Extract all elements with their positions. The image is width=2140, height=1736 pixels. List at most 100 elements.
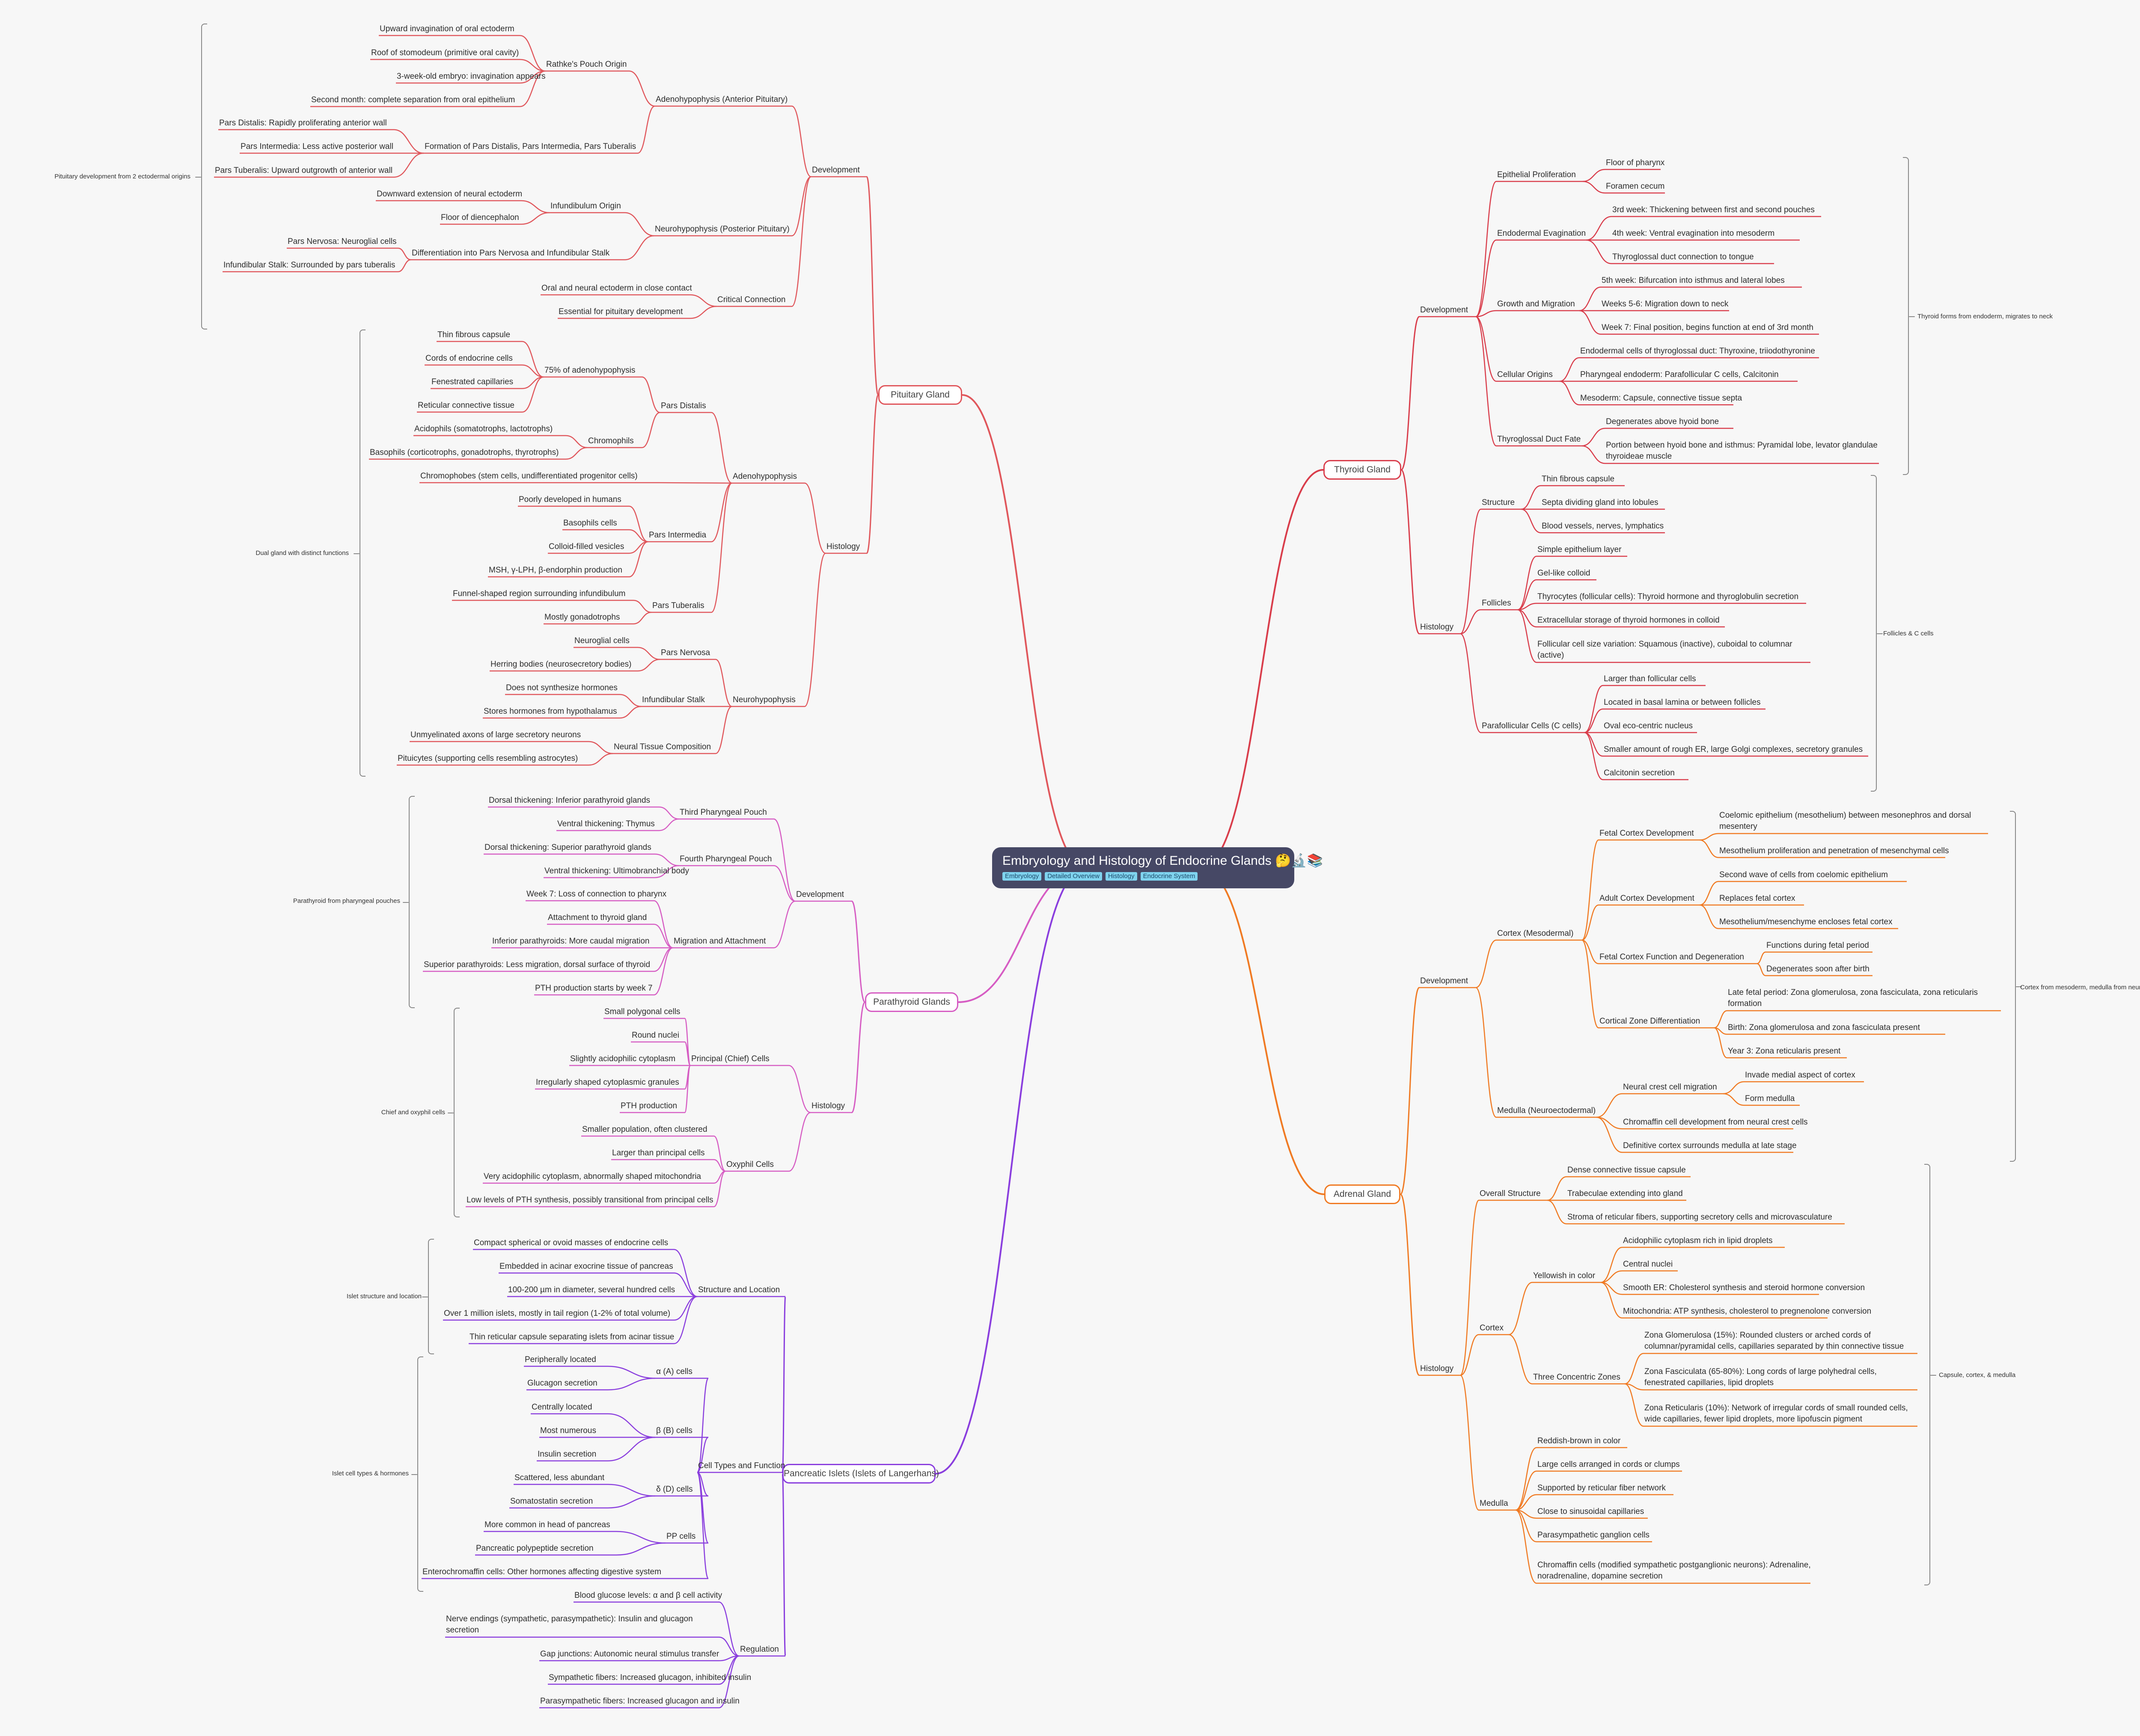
topic-pan-d2[interactable]: Somatostatin secretion [510,1497,593,1506]
topic-adr-cz1[interactable]: Late fetal period: Zona glomerulosa, zon… [1728,988,1978,1008]
topic-adr-hmd[interactable]: Medulla [1480,1499,1508,1508]
topic-pan-r5[interactable]: Parasympathetic fibers: Increased glucag… [540,1697,740,1706]
topic-pit-pt1[interactable]: Funnel-shaped region surrounding infundi… [453,589,626,598]
topic-pan-r3[interactable]: Gap junctions: Autonomic neural stimulus… [540,1650,719,1659]
topic-pit-ch1[interactable]: Acidophils (somatotrophs, lactotrophs) [414,424,553,433]
topic-thy-td1[interactable]: Degenerates above hyoid bone [1606,417,1719,426]
topic-pth-m5[interactable]: PTH production starts by week 7 [535,984,653,993]
topic-thy-fo1[interactable]: Simple epithelium layer [1537,545,1622,554]
topic-thy-pf2[interactable]: Located in basal lamina or between folli… [1604,698,1761,707]
topic-thy-gm3[interactable]: Week 7: Final position, begins function … [1602,323,1814,332]
topic-pth-hist[interactable]: Histology [811,1101,845,1110]
topic-pit-dev[interactable]: Development [812,166,860,175]
topic-pit-nt[interactable]: Neural Tissue Composition [614,742,711,751]
topic-adr-os3[interactable]: Stroma of reticular fibers, supporting s… [1567,1213,1832,1222]
topic-pit-pt[interactable]: Pars Tuberalis [652,601,704,610]
topic-pit-c2[interactable]: Essential for pituitary development [559,307,683,316]
topic-pit-is1[interactable]: Does not synthesize hormones [506,683,618,692]
topic-pan-ct[interactable]: Cell Types and Function [698,1461,785,1470]
topic-adr-hcx[interactable]: Cortex [1480,1324,1504,1332]
topic-pit-pi2[interactable]: Basophils cells [563,519,617,528]
topic-thy-pf3[interactable]: Oval eco-centric nucleus [1604,721,1693,730]
topic-pit-d1[interactable]: Pars Nervosa: Neuroglial cells [288,237,397,246]
topic-adr-ac2[interactable]: Replaces fetal cortex [1719,894,1795,903]
topic-pit-f3[interactable]: Pars Tuberalis: Upward outgrowth of ante… [215,166,393,175]
topic-pan-b[interactable]: β (B) cells [656,1426,693,1435]
topic-thy-ee3[interactable]: Thyroglossal duct connection to tongue [1612,252,1754,261]
topic-adr-fc[interactable]: Fetal Cortex Development [1599,829,1694,838]
tag-embryology[interactable]: Embryology [1002,872,1042,881]
topic-pit-pi[interactable]: Pars Intermedia [649,531,707,540]
topic-pth-m2[interactable]: Attachment to thyroid gland [548,913,647,922]
topic-pan-a2[interactable]: Glucagon secretion [527,1379,597,1388]
topic-adr-ac1[interactable]: Second wave of cells from coelomic epith… [1719,870,1888,879]
topic-pit-neuro[interactable]: Neurohypophysis (Posterior Pituitary) [655,225,790,234]
tag-endocrine-system[interactable]: Endocrine System [1140,872,1198,881]
topic-pan-ec[interactable]: Enterochromaffin cells: Other hormones a… [422,1567,661,1576]
topic-pit-rathke[interactable]: Rathke's Pouch Origin [546,60,627,69]
topic-adr-cz2[interactable]: Birth: Zona glomerulosa and zona fascicu… [1728,1023,1920,1032]
topic-pit-inf[interactable]: Infundibulum Origin [550,202,621,211]
topic-adr-hm1[interactable]: Reddish-brown in color [1537,1436,1621,1445]
topic-pth-pc4[interactable]: Irregularly shaped cytoplasmic granules [536,1078,679,1087]
topic-thy-fo4[interactable]: Extracellular storage of thyroid hormone… [1537,616,1720,625]
topic-thy-pf[interactable]: Parafollicular Cells (C cells) [1482,721,1581,730]
topic-pit-nt1[interactable]: Unmyelinated axons of large secretory ne… [410,730,581,739]
topic-thy-ep[interactable]: Epithelial Proliferation [1497,170,1576,179]
topic-pan-d[interactable]: δ (D) cells [656,1485,693,1494]
topic-adr-yc3[interactable]: Smooth ER: Cholesterol synthesis and ste… [1623,1283,1865,1292]
topic-thy-pf1[interactable]: Larger than follicular cells [1604,674,1696,683]
topic-thy-gm1[interactable]: 5th week: Bifurcation into isthmus and l… [1602,276,1785,285]
branch-thy[interactable]: Thyroid Gland [1323,460,1401,480]
topic-thy-fo[interactable]: Follicles [1482,599,1511,608]
topic-pan-sl3[interactable]: 100-200 µm in diameter, several hundred … [508,1285,675,1294]
topic-pit-pi3[interactable]: Colloid-filled vesicles [549,542,624,551]
topic-pan-a1[interactable]: Peripherally located [525,1355,596,1364]
topic-pan-r1[interactable]: Blood glucose levels: α and β cell activ… [574,1591,722,1600]
topic-pth-m3[interactable]: Inferior parathyroids: More caudal migra… [492,937,650,946]
topic-pit-r4[interactable]: Second month: complete separation from o… [311,95,515,104]
topic-pit-75[interactable]: 75% of adenohypophysis [544,366,636,375]
tag-histology[interactable]: Histology [1105,872,1137,881]
topic-thy-pf4[interactable]: Smaller amount of rough ER, large Golgi … [1604,745,1863,754]
topic-pth-m1[interactable]: Week 7: Loss of connection to pharynx [526,890,667,899]
topic-thy-td[interactable]: Thyroglossal Duct Fate [1497,435,1581,444]
topic-thy-fo5[interactable]: Follicular cell size variation: Squamous… [1537,640,1792,660]
topic-thy-ee[interactable]: Endodermal Evagination [1497,229,1586,238]
topic-pth-pc1[interactable]: Small polygonal cells [604,1007,681,1016]
topic-pan-d1[interactable]: Scattered, less abundant [514,1473,605,1482]
topic-thy-co1[interactable]: Endodermal cells of thyroglossal duct: T… [1580,347,1815,356]
topic-adr-cz[interactable]: Cortical Zone Differentiation [1599,1017,1700,1026]
topic-pan-sl2[interactable]: Embedded in acinar exocrine tissue of pa… [499,1262,673,1271]
branch-pan[interactable]: Pancreatic Islets (Islets of Langerhans) [782,1464,939,1484]
topic-pth-ox3[interactable]: Very acidophilic cytoplasm, abnormally s… [484,1172,701,1181]
topic-pan-sl4[interactable]: Over 1 million islets, mostly in tail re… [444,1309,671,1318]
topic-thy-co3[interactable]: Mesoderm: Capsule, connective tissue sep… [1580,394,1742,403]
topic-adr-cz3[interactable]: Year 3: Zona reticularis present [1728,1047,1841,1056]
topic-thy-ep2[interactable]: Foramen cecum [1606,182,1665,191]
topic-pth-ox[interactable]: Oxyphil Cells [726,1160,774,1169]
topic-pit-nt2[interactable]: Pituicytes (supporting cells resembling … [398,754,578,763]
topic-thy-pf5[interactable]: Calcitonin secretion [1604,769,1675,777]
topic-pit-hneuro[interactable]: Neurohypophysis [733,695,796,704]
topic-pit-is2[interactable]: Stores hormones from hypothalamus [484,707,617,716]
topic-adr-tz[interactable]: Three Concentric Zones [1533,1373,1620,1382]
topic-thy-st3[interactable]: Blood vessels, nerves, lymphatics [1542,522,1664,531]
topic-pit-i1[interactable]: Downward extension of neural ectoderm [377,190,523,199]
topic-pit-f2[interactable]: Pars Intermedia: Less active posterior w… [241,142,393,151]
topic-thy-st[interactable]: Structure [1482,498,1515,507]
topic-pan-b1[interactable]: Centrally located [532,1403,592,1412]
topic-pth-fourth[interactable]: Fourth Pharyngeal Pouch [680,855,772,864]
topic-pit-hadeno[interactable]: Adenohypophysis [733,472,797,481]
topic-pit-chromo[interactable]: Chromophils [588,436,634,445]
topic-thy-ee1[interactable]: 3rd week: Thickening between first and s… [1612,205,1815,214]
topic-adr-os[interactable]: Overall Structure [1480,1189,1541,1198]
topic-pan-reg[interactable]: Regulation [740,1645,779,1654]
topic-adr-os1[interactable]: Dense connective tissue capsule [1567,1166,1686,1175]
topic-thy-st2[interactable]: Septa dividing gland into lobules [1542,498,1658,507]
topic-pth-pc2[interactable]: Round nuclei [632,1031,679,1040]
topic-pit-crit[interactable]: Critical Connection [717,295,786,304]
topic-thy-fo3[interactable]: Thyrocytes (follicular cells): Thyroid h… [1537,592,1799,601]
topic-adr-yc1[interactable]: Acidophilic cytoplasm rich in lipid drop… [1623,1236,1773,1245]
topic-pth-pc3[interactable]: Slightly acidophilic cytoplasm [570,1054,676,1063]
